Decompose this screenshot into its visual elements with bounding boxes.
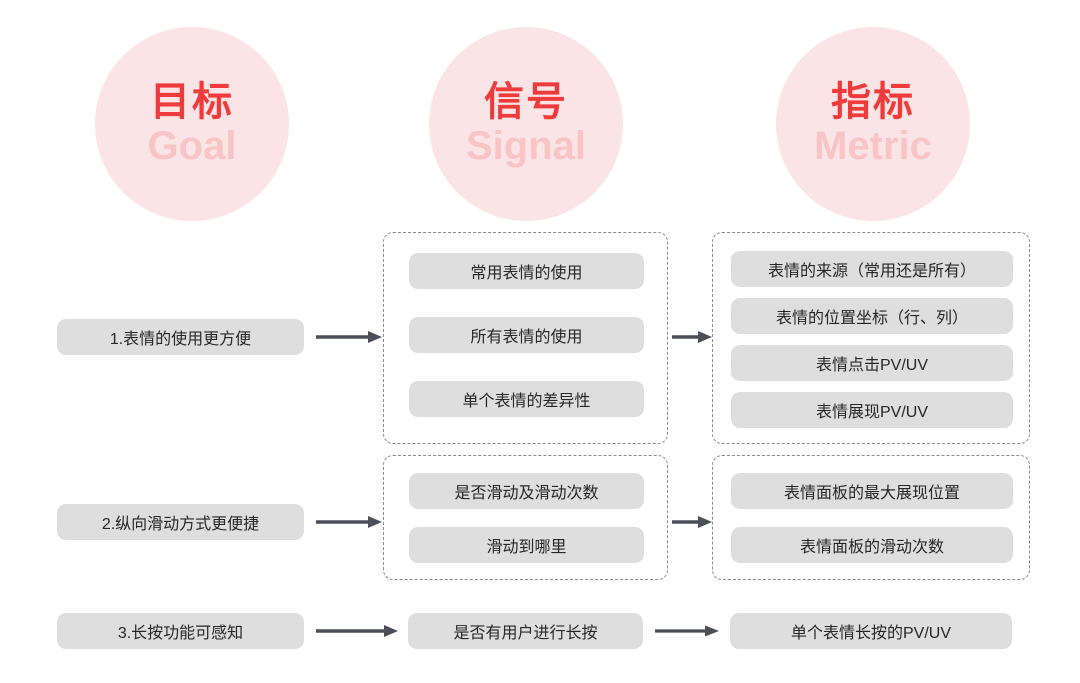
signal-pill-2-1: 是否滑动及滑动次数 bbox=[409, 473, 644, 509]
circle-metric: 指标 Metric bbox=[776, 27, 970, 221]
metric-pill-3-1: 单个表情长按的PV/UV bbox=[730, 613, 1012, 649]
signal-group-2: 是否滑动及滑动次数 滑动到哪里 bbox=[383, 455, 668, 580]
metric-group-1: 表情的来源（常用还是所有） 表情的位置坐标（行、列） 表情点击PV/UV 表情展… bbox=[712, 232, 1030, 444]
signal-pill-2-2: 滑动到哪里 bbox=[409, 527, 644, 563]
goal-pill-3: 3.长按功能可感知 bbox=[57, 613, 304, 649]
signal-pill-1-3: 单个表情的差异性 bbox=[409, 381, 644, 417]
metric-pill-1-1: 表情的来源（常用还是所有） bbox=[731, 251, 1013, 287]
metric-pill-1-3: 表情点击PV/UV bbox=[731, 345, 1013, 381]
arrow-goal1-to-signal1 bbox=[316, 331, 382, 343]
circle-goal-en-label: Goal bbox=[147, 124, 237, 168]
goal-pill-2: 2.纵向滑动方式更便捷 bbox=[57, 504, 304, 540]
circle-metric-cn-label: 指标 bbox=[831, 80, 915, 124]
metric-pill-1-4: 表情展现PV/UV bbox=[731, 392, 1013, 428]
circle-goal-cn-label: 目标 bbox=[150, 80, 234, 124]
arrow-goal3-to-signal3 bbox=[316, 625, 398, 637]
arrow-signal2-to-metric2 bbox=[672, 516, 712, 528]
arrow-goal2-to-signal2 bbox=[316, 516, 382, 528]
arrow-signal1-to-metric1 bbox=[672, 331, 712, 343]
circle-goal: 目标 Goal bbox=[95, 27, 289, 221]
goal-pill-1: 1.表情的使用更方便 bbox=[57, 319, 304, 355]
signal-pill-1-1: 常用表情的使用 bbox=[409, 253, 644, 289]
circle-signal-en-label: Signal bbox=[465, 124, 587, 168]
signal-pill-1-2: 所有表情的使用 bbox=[409, 317, 644, 353]
circle-signal-cn-label: 信号 bbox=[484, 80, 568, 124]
circle-signal: 信号 Signal bbox=[429, 27, 623, 221]
circle-metric-en-label: Metric bbox=[814, 124, 932, 168]
signal-group-1: 常用表情的使用 所有表情的使用 单个表情的差异性 bbox=[383, 232, 668, 444]
metric-pill-2-1: 表情面板的最大展现位置 bbox=[731, 473, 1013, 509]
metric-pill-1-2: 表情的位置坐标（行、列） bbox=[731, 298, 1013, 334]
metric-pill-2-2: 表情面板的滑动次数 bbox=[731, 527, 1013, 563]
header-circles-row: 目标 Goal 信号 Signal 指标 Metric bbox=[0, 0, 1080, 222]
metric-group-2: 表情面板的最大展现位置 表情面板的滑动次数 bbox=[712, 455, 1030, 580]
arrow-signal3-to-metric3 bbox=[655, 625, 719, 637]
signal-pill-3-1: 是否有用户进行长按 bbox=[408, 613, 643, 649]
